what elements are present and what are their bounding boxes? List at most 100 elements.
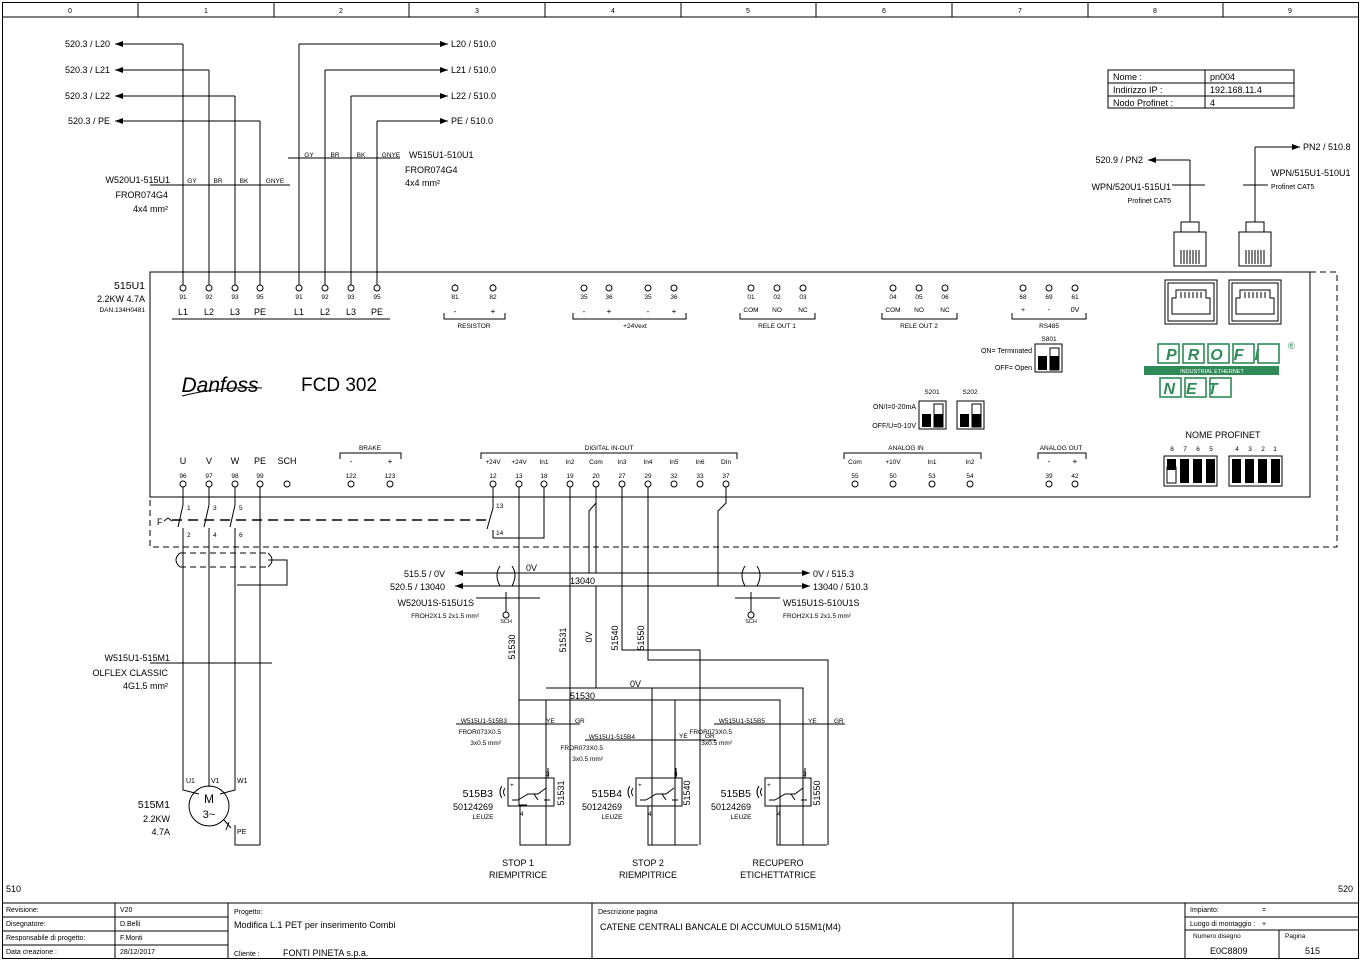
terminal-number: 29 — [644, 473, 652, 480]
supply-ref-l22: 520.3 / L22 — [65, 91, 110, 101]
dip-number: 5 — [1209, 446, 1213, 453]
terminal-number: 91 — [295, 294, 303, 301]
terminal-screw-icon — [966, 480, 974, 488]
core-color: GY — [304, 152, 314, 159]
terminal-name: DIn — [721, 459, 732, 466]
device-info-table: Nome : pn004 Indirizzo IP : 192.168.11.4… — [1107, 69, 1295, 109]
core-color: GR — [575, 718, 585, 725]
supply-wiring: 520.3 / L20 520.3 / L21 520.3 / L22 520.… — [65, 39, 496, 287]
terminal-number: 35 — [644, 294, 652, 301]
terminal-name: In3 — [617, 459, 626, 466]
terminal-name: U1 — [186, 778, 195, 785]
supply-ref-l20: 520.3 / L20 — [65, 39, 110, 49]
page-ref-next: 520 — [1338, 884, 1353, 894]
drive-code: DAN.134H0481 — [99, 307, 145, 314]
core-color: BR — [213, 178, 222, 185]
sensor-pin: 4 — [777, 811, 781, 818]
terminal-name: L2 — [320, 307, 330, 317]
tb-pagina: 515 — [1305, 946, 1320, 956]
terminal-number: 37 — [722, 473, 730, 480]
drive-enclosure-outline — [149, 271, 1338, 548]
danfoss-logo: Danfoss — [181, 374, 259, 397]
terminal-screw-icon — [670, 480, 678, 488]
switch-legend: OFF= Open — [995, 365, 1032, 372]
column-number: 3 — [475, 8, 479, 15]
terminal-number: 12 — [489, 473, 497, 480]
group-label: ANALOG OUT — [1040, 445, 1083, 452]
dip-number: 3 — [1248, 446, 1252, 453]
terminal-screw-icon — [644, 480, 652, 488]
terminal-name: Com — [848, 459, 862, 466]
control-ref-left-0v: 515.5 / 0V — [404, 569, 445, 579]
analog-in-terminals: ANALOG IN — [843, 445, 982, 459]
terminal-sign: + — [672, 307, 677, 316]
breaker-tag: F — [157, 517, 163, 527]
terminal-number: 92 — [321, 294, 329, 301]
group-label: RELE OUT 1 — [758, 323, 796, 330]
column-ruler: 0 1 2 3 4 5 6 7 8 9 — [68, 3, 1292, 17]
group-label: RS485 — [1039, 323, 1059, 330]
sensor-caption: ETICHETTATRICE — [740, 870, 816, 880]
column-number: 1 — [204, 8, 208, 15]
info-value: 192.168.11.4 — [1210, 85, 1262, 95]
core-color: GR — [834, 718, 844, 725]
terminal-number: 36 — [670, 294, 678, 301]
terminal-number: 20 — [592, 473, 600, 480]
profinet-logo: PROFI INDUSTRIAL ETHERNET NET ® — [1144, 341, 1295, 398]
photocell-icon — [507, 777, 555, 807]
terminal-number: 93 — [231, 294, 239, 301]
terminal-name: U — [180, 456, 187, 466]
profinet-logo-sub: INDUSTRIAL ETHERNET — [1180, 369, 1244, 375]
cable-name: W515U1-515B3 — [461, 718, 508, 725]
terminal-name: - — [1048, 307, 1051, 314]
shield-label: SCH — [500, 619, 512, 625]
control-ref-right-0v: 0V / 515.3 — [813, 569, 854, 579]
terminal-name: W1 — [237, 778, 248, 785]
terminal-number: 4 — [213, 532, 217, 539]
tb-data: 28/12/2017 — [120, 949, 155, 956]
terminal-number: 95 — [256, 294, 264, 301]
switch-legend: ON/I=0-20mA — [873, 404, 916, 411]
terminal-sign: - — [350, 457, 353, 466]
terminal-name: NO — [914, 307, 924, 314]
terminal-number: 91 — [179, 294, 187, 301]
sensor-code: 50124269 — [711, 802, 751, 812]
sensor-caption: STOP 1 — [502, 858, 534, 868]
terminal-name: In6 — [695, 459, 704, 466]
terminal-number: 92 — [205, 294, 213, 301]
wire-label: 51540 — [610, 625, 620, 650]
dip-number: 6 — [1196, 446, 1200, 453]
column-number: 7 — [1018, 8, 1022, 15]
info-label: Nodo Profinet : — [1113, 98, 1173, 108]
terminal-number: 33 — [696, 473, 704, 480]
terminal-number: 27 — [618, 473, 626, 480]
terminal-name: COM — [743, 307, 758, 314]
terminal-number: 97 — [205, 473, 213, 480]
sensor-tag: 515B5 — [721, 788, 752, 800]
light-wave-icon — [499, 785, 506, 799]
tb-impianto: = — [1262, 907, 1266, 914]
network-cable-right: WPN/515U1-510U1 — [1271, 168, 1351, 178]
terminal-sign: + — [388, 457, 393, 466]
terminal-screw-icon — [696, 480, 704, 488]
sensor-pin: + — [767, 782, 771, 789]
tb-progetto: Modifica L.1 PET per inserimento Combi — [234, 920, 395, 930]
motor-current: 4.7A — [151, 827, 170, 837]
terminal-sign: - — [583, 307, 586, 316]
column-number: 2 — [339, 8, 343, 15]
cable-section: 4x4 mm² — [133, 204, 168, 214]
terminal-sign: - — [647, 307, 650, 316]
terminal-name: +10V — [885, 459, 901, 466]
sensor-tag: 515B4 — [592, 788, 623, 800]
sensor-pin: + — [510, 782, 514, 789]
terminal-number: 06 — [941, 294, 949, 301]
switch-label: S202 — [962, 389, 978, 396]
terminal-number: 82 — [489, 294, 497, 301]
tb-luogo: + — [1262, 921, 1266, 928]
wire-label: 13040 — [570, 576, 595, 586]
cable-name: W515U1-515B4 — [589, 734, 636, 741]
drive-rating: 2.2KW 4.7A — [97, 294, 145, 304]
